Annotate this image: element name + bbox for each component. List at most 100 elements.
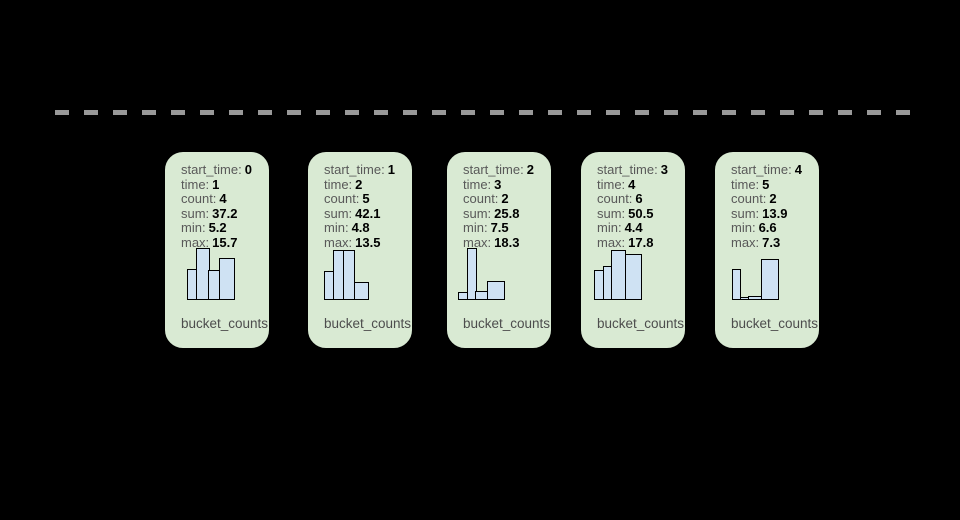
field-value: 4.4 bbox=[624, 220, 643, 235]
field-label: start_time: bbox=[731, 162, 792, 177]
field-value: 13.9 bbox=[762, 205, 788, 221]
field-label: time: bbox=[324, 176, 353, 192]
field-line: start_time:2 bbox=[463, 162, 547, 178]
histogram-bar bbox=[486, 281, 505, 300]
field-label: max: bbox=[181, 234, 210, 250]
field-line: start_time:4 bbox=[731, 162, 815, 178]
field-value: 1 bbox=[387, 162, 395, 177]
field-line: min:4.4 bbox=[597, 220, 681, 236]
field-line: sum:42.1 bbox=[324, 205, 408, 222]
field-line: start_time:3 bbox=[597, 162, 681, 178]
field-value: 25.8 bbox=[494, 205, 520, 221]
field-label: count: bbox=[731, 191, 767, 206]
field-value: 42.1 bbox=[355, 205, 381, 221]
histogram-bar bbox=[343, 250, 355, 300]
field-label: count: bbox=[181, 191, 217, 206]
field-value: 5 bbox=[762, 176, 770, 192]
histogram-bar bbox=[218, 258, 235, 300]
field-line: sum:37.2 bbox=[181, 205, 265, 222]
field-line: min:4.8 bbox=[324, 220, 408, 236]
field-line: time:5 bbox=[731, 176, 815, 193]
field-label: count: bbox=[597, 191, 633, 206]
field-value: 4 bbox=[794, 162, 802, 177]
dashed-timeline bbox=[55, 110, 912, 115]
field-line: max:13.5 bbox=[324, 234, 408, 251]
field-value: 18.3 bbox=[494, 234, 520, 250]
field-label: max: bbox=[731, 234, 760, 250]
histogram-bar bbox=[760, 259, 779, 300]
field-value: 5.2 bbox=[208, 220, 227, 235]
field-value: 6.6 bbox=[758, 220, 777, 235]
field-value: 13.5 bbox=[355, 234, 381, 250]
field-line: count:4 bbox=[181, 191, 265, 207]
bucket-counts-label: bucket_counts bbox=[181, 316, 269, 331]
histogram-bar bbox=[466, 248, 477, 300]
field-label: count: bbox=[324, 191, 360, 206]
bucket-counts-histogram bbox=[324, 244, 369, 300]
field-line: max:7.3 bbox=[731, 234, 815, 251]
field-line: max:17.8 bbox=[597, 234, 681, 251]
field-value: 15.7 bbox=[212, 234, 238, 250]
field-line: sum:13.9 bbox=[731, 205, 815, 222]
field-value: 4 bbox=[628, 176, 636, 192]
field-label: min: bbox=[597, 220, 622, 235]
field-line: max:15.7 bbox=[181, 234, 265, 251]
field-value: 2 bbox=[769, 191, 777, 206]
field-value: 2 bbox=[355, 176, 363, 192]
field-value: 4.8 bbox=[351, 220, 370, 235]
field-label: sum: bbox=[731, 205, 760, 221]
bucket-counts-histogram bbox=[732, 244, 779, 300]
field-value: 3 bbox=[494, 176, 502, 192]
field-label: sum: bbox=[597, 205, 626, 221]
field-label: sum: bbox=[181, 205, 210, 221]
histogram-bar bbox=[732, 269, 741, 300]
field-line: min:5.2 bbox=[181, 220, 265, 236]
bucket-counts-label: bucket_counts bbox=[324, 316, 412, 331]
field-value: 1 bbox=[212, 176, 220, 192]
field-value: 2 bbox=[526, 162, 534, 177]
field-line: min:6.6 bbox=[731, 220, 815, 236]
field-label: start_time: bbox=[324, 162, 385, 177]
field-line: max:18.3 bbox=[463, 234, 547, 251]
field-label: start_time: bbox=[181, 162, 242, 177]
field-line: time:3 bbox=[463, 176, 547, 193]
field-value: 17.8 bbox=[628, 234, 654, 250]
field-label: time: bbox=[731, 176, 760, 192]
field-label: time: bbox=[181, 176, 210, 192]
field-value: 7.3 bbox=[762, 234, 781, 250]
histogram-bar bbox=[353, 282, 369, 300]
field-label: start_time: bbox=[597, 162, 658, 177]
field-line: start_time:1 bbox=[324, 162, 408, 178]
field-label: start_time: bbox=[463, 162, 524, 177]
field-label: sum: bbox=[463, 205, 492, 221]
field-label: time: bbox=[463, 176, 492, 192]
field-line: sum:25.8 bbox=[463, 205, 547, 222]
field-value: 4 bbox=[219, 191, 227, 206]
field-value: 50.5 bbox=[628, 205, 654, 221]
field-line: start_time:0 bbox=[181, 162, 265, 178]
field-value: 5 bbox=[362, 191, 370, 206]
field-value: 2 bbox=[501, 191, 509, 206]
field-label: count: bbox=[463, 191, 499, 206]
field-line: min:7.5 bbox=[463, 220, 547, 236]
field-label: min: bbox=[324, 220, 349, 235]
field-label: min: bbox=[731, 220, 756, 235]
field-label: time: bbox=[597, 176, 626, 192]
bucket-counts-label: bucket_counts bbox=[463, 316, 551, 331]
field-value: 37.2 bbox=[212, 205, 238, 221]
bucket-counts-label: bucket_counts bbox=[597, 316, 685, 331]
field-label: min: bbox=[181, 220, 206, 235]
bucket-counts-histogram bbox=[594, 244, 642, 300]
field-label: max: bbox=[324, 234, 353, 250]
field-value: 7.5 bbox=[490, 220, 509, 235]
histogram-bar bbox=[624, 254, 642, 300]
